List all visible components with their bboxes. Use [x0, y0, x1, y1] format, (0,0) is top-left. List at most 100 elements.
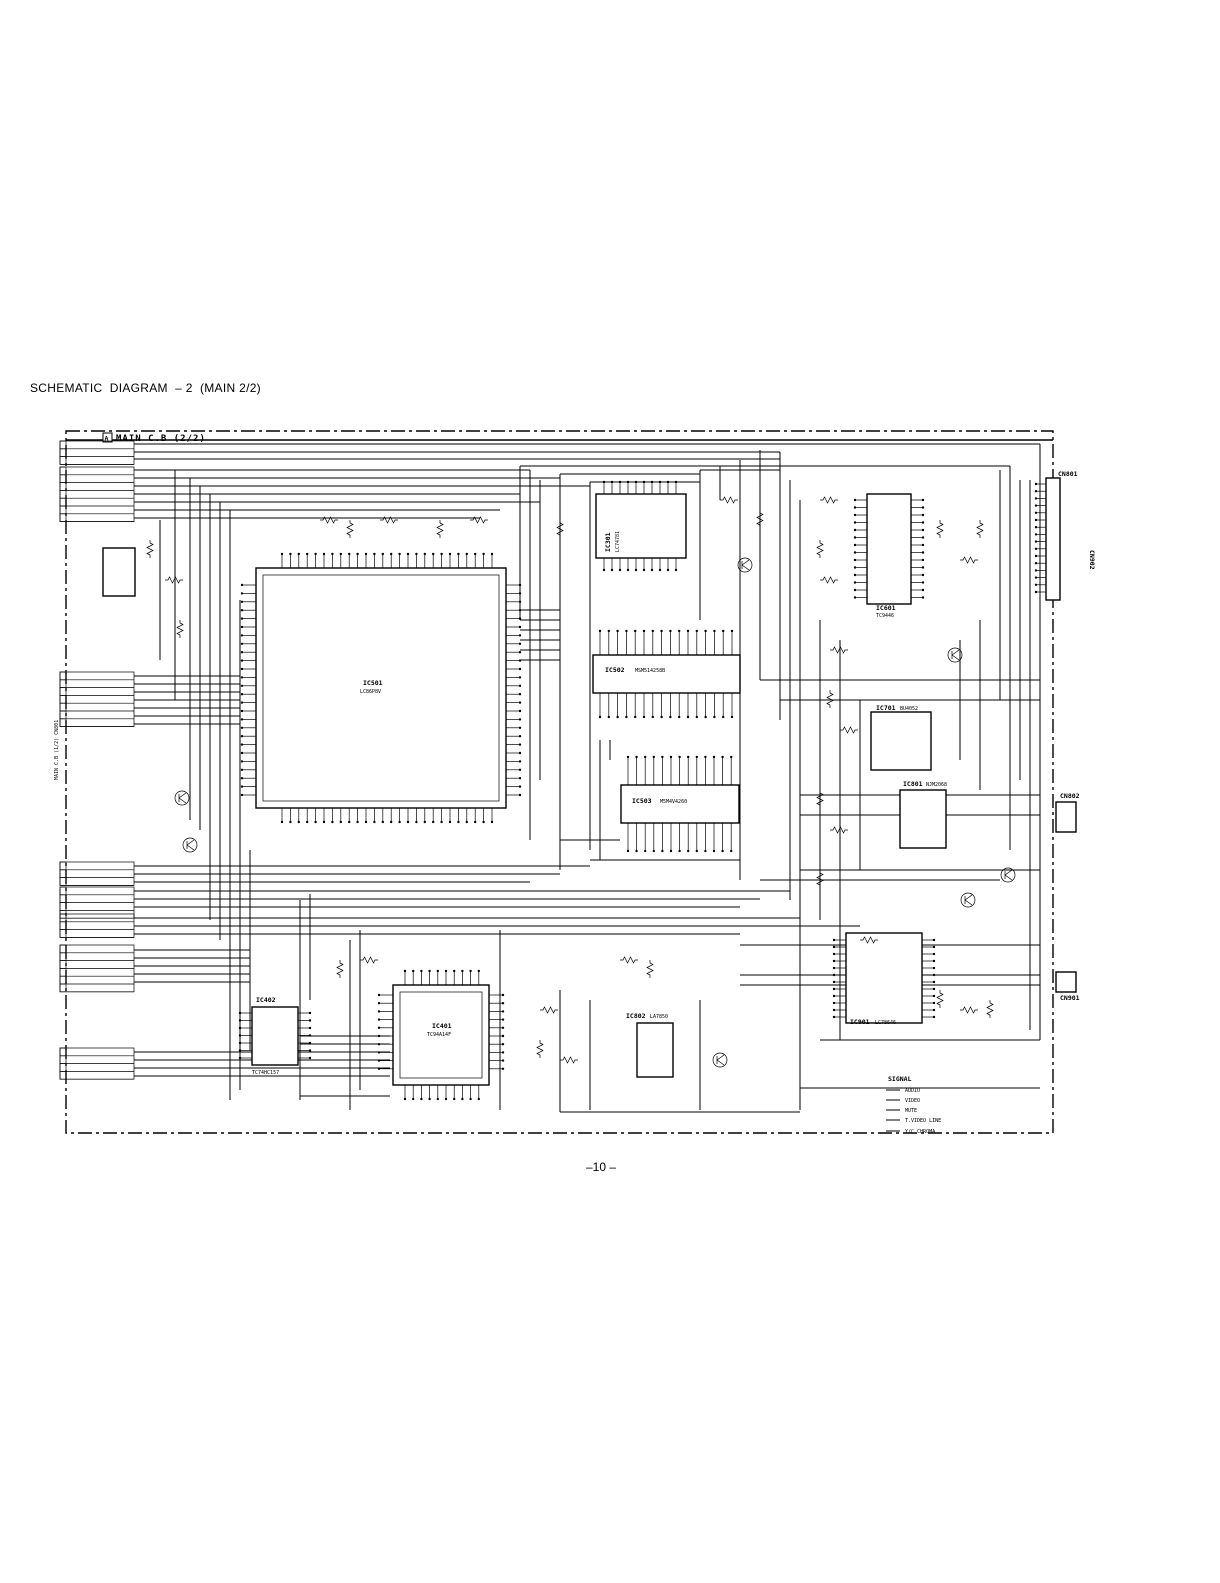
pin-dot — [660, 715, 663, 719]
pin-dot — [1034, 533, 1038, 536]
pin-dot — [686, 629, 690, 633]
pin-dot — [240, 600, 244, 603]
pin-dot — [1034, 497, 1038, 500]
pin-dot — [598, 715, 602, 719]
pin-dot — [432, 820, 435, 824]
pin-dot — [642, 480, 646, 484]
pin-dot — [518, 693, 522, 696]
pin-dot — [626, 480, 630, 484]
pin-dot — [1034, 569, 1038, 572]
board-outline — [65, 430, 1054, 1134]
transistor — [712, 1052, 728, 1068]
pin-dot — [432, 552, 435, 556]
pin-dot — [650, 480, 654, 484]
pin-dot — [832, 1001, 836, 1005]
pin-dot — [240, 625, 244, 629]
resistor — [830, 646, 848, 654]
resistor — [976, 520, 984, 538]
pin-dot — [377, 1026, 381, 1030]
pin-dot — [853, 581, 857, 584]
pin-dot — [1034, 482, 1038, 486]
pin-dot — [686, 715, 690, 719]
left-pin-group — [59, 466, 135, 522]
pin-dot — [644, 755, 647, 759]
pin-dot — [626, 568, 630, 572]
pin-dot — [644, 849, 647, 853]
pin-dot — [501, 1034, 505, 1038]
ic-main: IC501 LC86P8V — [240, 552, 522, 824]
wire — [741, 559, 750, 566]
pin-dot — [289, 820, 292, 824]
pin-dot — [607, 715, 610, 719]
pin-dot — [674, 568, 678, 572]
resistor — [146, 540, 154, 558]
pin-number-box — [59, 448, 67, 457]
pin-dot — [240, 693, 244, 696]
pin-dot — [634, 480, 638, 484]
pin-dot — [932, 959, 936, 963]
pin-dot — [722, 629, 725, 633]
pin-dot — [240, 701, 244, 704]
pin-dot — [390, 820, 393, 824]
pin-dot — [420, 969, 423, 973]
pin-dot — [240, 651, 244, 654]
pin-dot — [652, 849, 655, 853]
pin-dot — [932, 945, 936, 949]
pin-dot — [238, 1011, 242, 1015]
pin-dot — [832, 959, 836, 963]
wire — [1004, 874, 1013, 881]
board-side-label: MAIN C.B (1/2) CN801 — [54, 720, 60, 780]
pin-dot — [314, 552, 317, 556]
pin-dot — [339, 820, 342, 824]
pin-dot — [832, 938, 836, 942]
pin-number-box — [59, 944, 67, 954]
pin-dot — [420, 1097, 423, 1101]
legend-item-5: Y/C CHROMA — [905, 1129, 935, 1135]
ic-top-ref: IC301 — [604, 532, 612, 552]
pin-dot — [921, 498, 925, 502]
pin-dot — [501, 1043, 505, 1046]
resistor — [556, 520, 564, 538]
pin-dot — [280, 552, 284, 556]
pin-dot — [518, 592, 522, 595]
pin-number-box — [59, 718, 67, 727]
transistor — [1000, 867, 1016, 883]
resistor — [336, 960, 344, 978]
page-title: SCHEMATIC DIAGRAM – 2 (MAIN 2/2) — [30, 381, 261, 395]
pin-dot — [390, 552, 393, 556]
transistor — [174, 790, 190, 806]
pin-dot — [240, 751, 244, 755]
pin-dot — [436, 1097, 439, 1101]
connector-cn801-pins — [1034, 482, 1046, 594]
pin-dot — [704, 715, 707, 719]
pin-dot — [308, 1056, 312, 1060]
pin-dot — [704, 849, 707, 853]
pin-dot — [626, 755, 630, 759]
pin-dot — [832, 945, 836, 949]
pin-dot — [661, 755, 664, 759]
pin-dot — [373, 820, 376, 824]
wire — [716, 1054, 725, 1061]
ic-audio-ref: IC901 — [850, 1018, 870, 1026]
pin-dot — [921, 521, 925, 524]
pin-dot — [453, 1097, 456, 1101]
pin-dot — [240, 785, 244, 788]
pin-number-box — [59, 921, 67, 930]
pin-dot — [932, 938, 936, 942]
wire — [741, 564, 750, 571]
pin-dot — [687, 849, 690, 853]
pin-dot — [832, 987, 836, 991]
pin-dot — [412, 1097, 415, 1101]
pin-dot — [853, 506, 857, 509]
pin-dot — [381, 820, 384, 824]
pin-dot — [658, 568, 662, 572]
pin-dot — [921, 558, 925, 562]
pin-dot — [240, 726, 244, 729]
pin-dot — [921, 581, 925, 584]
pin-dot — [415, 820, 418, 824]
pin-dot — [240, 634, 244, 637]
pin-dot — [518, 600, 522, 603]
pin-dot — [377, 1034, 381, 1038]
pin-number-box — [59, 497, 67, 507]
ic-audio: IC901 LC78646 — [832, 932, 936, 1026]
